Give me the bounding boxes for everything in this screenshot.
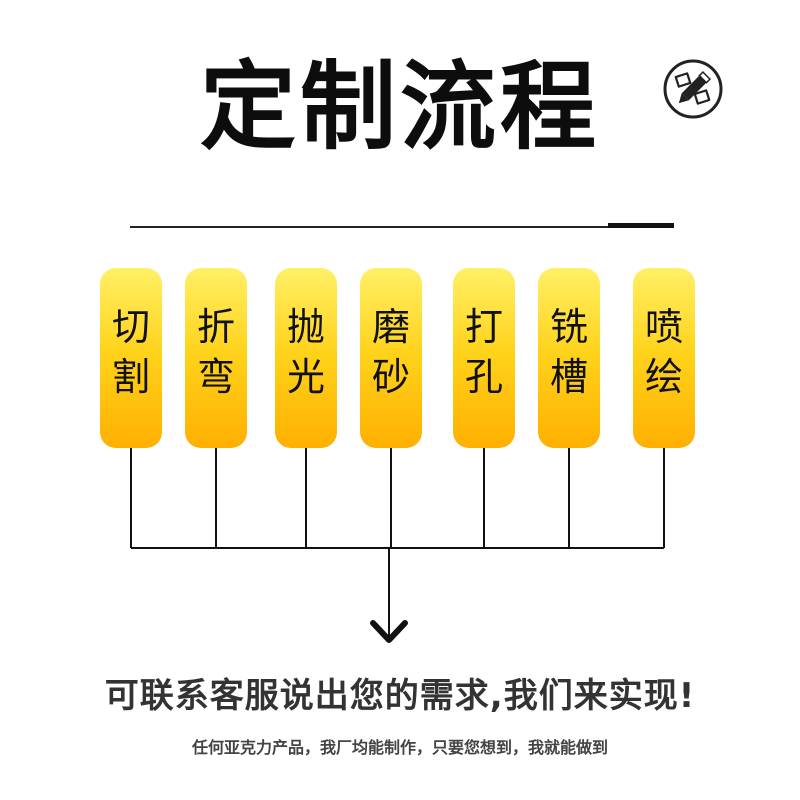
contact-message: 可联系客服说出您的需求,我们来实现! bbox=[104, 676, 696, 716]
step-char: 孔 bbox=[464, 355, 503, 399]
step-char: 切 bbox=[111, 305, 150, 349]
step-drilling: 打 孔 bbox=[453, 268, 515, 448]
step-char: 砂 bbox=[371, 355, 410, 399]
step-bending: 折 弯 bbox=[185, 268, 247, 448]
step-char: 抛 bbox=[286, 305, 325, 349]
step-frosting: 磨 砂 bbox=[360, 268, 422, 448]
step-char: 槽 bbox=[549, 355, 588, 399]
step-char: 割 bbox=[111, 355, 150, 399]
step-char: 光 bbox=[286, 355, 325, 399]
step-char: 磨 bbox=[371, 305, 410, 349]
step-char: 弯 bbox=[196, 355, 235, 399]
step-char: 绘 bbox=[644, 355, 683, 399]
step-cutting: 切 割 bbox=[100, 268, 162, 448]
step-char: 喷 bbox=[644, 305, 683, 349]
step-milling: 铣 槽 bbox=[538, 268, 600, 448]
step-char: 铣 bbox=[549, 305, 588, 349]
page-title: 定制流程 bbox=[200, 51, 600, 163]
divider-accent bbox=[608, 223, 674, 228]
step-char: 打 bbox=[464, 305, 503, 349]
step-polishing: 抛 光 bbox=[275, 268, 337, 448]
pencil-edit-icon bbox=[663, 59, 723, 119]
step-char: 折 bbox=[196, 305, 235, 349]
service-note: 任何亚克力产品，我厂均能制作，只要您想到，我就能做到 bbox=[191, 738, 608, 757]
divider-line bbox=[130, 226, 610, 228]
arrow-down-icon bbox=[370, 620, 408, 643]
step-printing: 喷 绘 bbox=[633, 268, 695, 448]
